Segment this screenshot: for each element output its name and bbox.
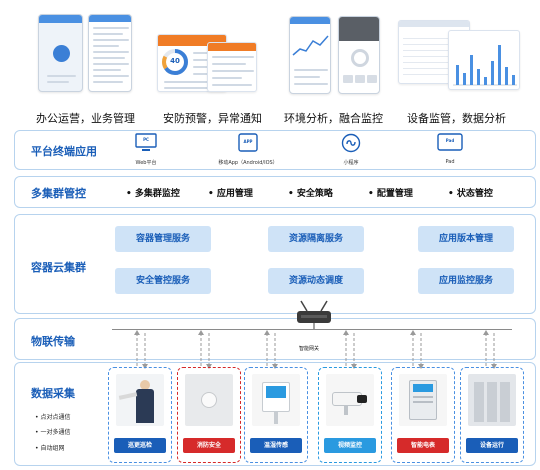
service-container-mgmt: 容器管理服务	[115, 226, 211, 252]
feature-p2p: • 点对点通信	[35, 414, 71, 421]
device-label-patrol: 巡更巡检	[114, 438, 166, 453]
mgmt-item-config: • 配置管理	[368, 189, 413, 199]
device-card-equipment[interactable]: 设备运行	[460, 367, 524, 463]
mgmt-item-status: • 状态管控	[448, 189, 493, 199]
multi-cluster-band	[14, 176, 536, 208]
service-version-mgmt: 应用版本管理	[418, 226, 514, 252]
terminal-pad: Pad Pad	[410, 133, 490, 165]
pad-icon-text: Pad	[445, 138, 455, 143]
service-dynamic-scheduling: 资源动态调度	[268, 268, 364, 294]
device-label-fire: 消防安全	[183, 438, 235, 453]
feature-auto-network: • 自动组网	[35, 445, 65, 452]
smoke-detector-image	[185, 374, 233, 426]
container-cloud-title: 容器云集群	[31, 261, 86, 274]
gauge-value: 40	[170, 57, 180, 65]
terminal-app: APP 移动App（Android/IOS）	[208, 133, 288, 166]
data-collection-title: 数据采集	[31, 387, 75, 400]
gauge-icon	[162, 49, 188, 75]
phone-screen-office-1	[38, 14, 83, 92]
iot-bus-line	[112, 329, 512, 330]
device-card-meter[interactable]: 智能电表	[391, 367, 455, 463]
phone-screen-office-2	[88, 14, 132, 92]
device-label-meter: 智能电表	[397, 438, 449, 453]
terminal-title: 平台终端应用	[31, 145, 97, 158]
camera-image	[326, 374, 374, 426]
terminal-mini-label: 小程序	[343, 160, 359, 166]
terminal-pad-label: Pad	[445, 159, 455, 165]
caption-equipment: 设备监管，数据分析	[407, 112, 506, 125]
tablet-icon	[238, 133, 258, 152]
caption-environment: 环境分析，融合监控	[284, 112, 383, 125]
feature-one-to-many: • 一对多通信	[35, 429, 71, 436]
terminal-app-label: 移动App（Android/IOS）	[218, 160, 278, 166]
device-card-patrol[interactable]: 巡更巡检	[108, 367, 172, 463]
service-app-monitoring: 应用监控服务	[418, 268, 514, 294]
device-label-humidity: 温湿传感	[250, 438, 302, 453]
monitor-icon-text: PC	[143, 137, 149, 142]
device-label-video: 视频监控	[324, 438, 376, 453]
caption-office: 办公运营，业务管理	[36, 112, 135, 125]
smart-meter-image	[399, 374, 447, 426]
router-icon	[297, 300, 331, 329]
mgmt-item-security: • 安全策略	[288, 189, 333, 199]
bar-chart-icon	[453, 45, 517, 86]
patrol-officer-image	[116, 374, 164, 426]
equipment-bar-chart-screen	[448, 30, 520, 90]
pad-icon	[437, 133, 463, 151]
caption-security: 安防预警，异常通知	[163, 112, 262, 125]
tablet-icon-text: APP	[243, 139, 253, 144]
device-card-fire[interactable]: 消防安全	[177, 367, 241, 463]
terminal-web: PC Web平台	[106, 133, 186, 166]
device-card-video[interactable]: 视频监控	[318, 367, 382, 463]
device-label-equipment: 设备运行	[466, 438, 518, 453]
service-security-control: 安全管控服务	[115, 268, 211, 294]
service-resource-isolation: 资源隔离服务	[268, 226, 364, 252]
device-card-humidity[interactable]: 温湿传感	[244, 367, 308, 463]
mgmt-item-monitor: • 多集群监控	[126, 189, 180, 199]
iot-title: 物联传输	[31, 335, 75, 348]
server-room-image	[468, 374, 516, 426]
thermo-sensor-image	[252, 374, 300, 426]
fingerprint-icon	[53, 45, 70, 62]
monitor-icon	[135, 133, 157, 151]
environment-chart-screen	[289, 16, 331, 94]
terminal-mini: 小程序	[311, 133, 391, 166]
security-dashboard-right	[207, 42, 257, 92]
multi-cluster-title: 多集群管控	[31, 187, 86, 200]
mgmt-item-app: • 应用管理	[208, 189, 253, 199]
gateway-label: 智能网关	[299, 346, 320, 352]
environment-camera-screen	[338, 16, 380, 94]
mini-program-icon	[341, 133, 361, 153]
dpad-icon	[351, 49, 369, 67]
line-chart-icon	[292, 35, 329, 56]
terminal-web-label: Web平台	[135, 160, 157, 166]
